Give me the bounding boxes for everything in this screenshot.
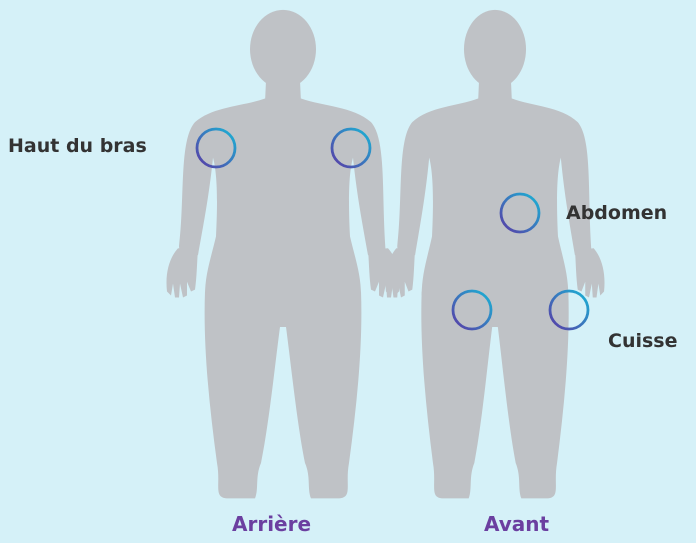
back-view-caption: Arrière	[232, 512, 311, 536]
upper-arm-label: Haut du bras	[8, 135, 147, 157]
front-body-silhouette-icon	[385, 10, 604, 499]
front-view-caption: Avant	[484, 512, 549, 536]
thigh-label: Cuisse	[608, 330, 678, 352]
abdomen-label: Abdomen	[566, 202, 667, 224]
back-body-silhouette-icon	[166, 10, 399, 499]
